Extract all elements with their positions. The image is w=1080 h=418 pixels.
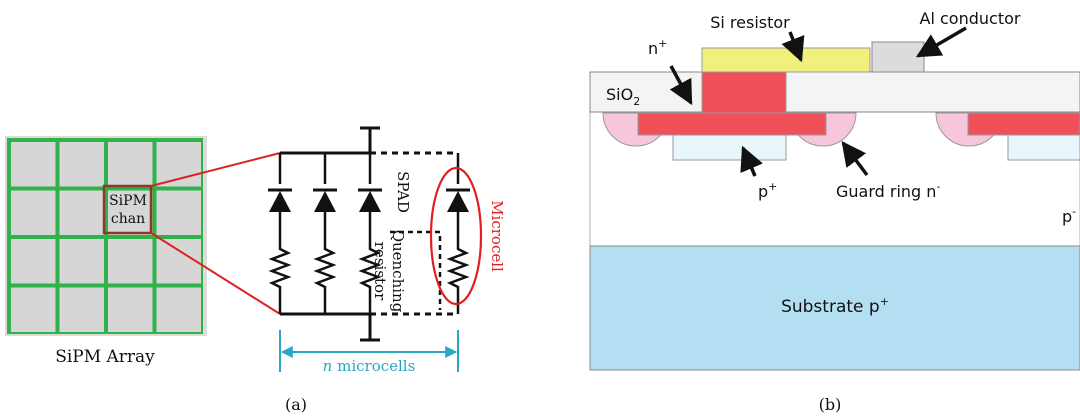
quenching-resistor <box>315 242 335 292</box>
al-conductor-label: Al conductor <box>920 9 1021 28</box>
p-minus-label: p- <box>1062 205 1076 226</box>
array-cell <box>108 287 153 332</box>
p-plus-label: p+ <box>758 180 777 201</box>
array-cell <box>156 190 201 235</box>
p-plus-implant <box>672 134 787 161</box>
n-plus-label: n+ <box>648 37 667 58</box>
caption-b: (b) <box>819 395 842 414</box>
array-cells <box>11 142 201 332</box>
array-cell <box>108 190 153 235</box>
channel-label-chan: chan <box>111 211 145 227</box>
substrate-layer <box>589 245 1080 371</box>
n-plus-region <box>637 112 827 136</box>
al-conductor-arrow <box>915 26 967 58</box>
microcell-branch <box>311 153 339 314</box>
sio2-label: SiO2 <box>606 85 640 108</box>
array-cell <box>11 190 56 235</box>
array-cell <box>59 287 104 332</box>
array-cell <box>59 239 104 284</box>
guard-ring-label: Guard ring n- <box>836 180 940 201</box>
spad-diode <box>266 178 294 214</box>
channel-label-sipm: SiPM <box>109 193 147 209</box>
array-cell <box>108 239 153 284</box>
panel-a: SiPM chan SiPM Array <box>5 126 506 414</box>
microcell-ellipse <box>429 166 483 306</box>
array-cell <box>59 142 104 187</box>
microcell-label: Microcell <box>488 200 506 272</box>
p-plus-arrow <box>740 145 763 177</box>
microcell-branch <box>356 153 384 314</box>
zoom-line-top <box>150 152 281 187</box>
n-plus-arrow <box>669 65 693 106</box>
array-cell <box>11 239 56 284</box>
spad-diode <box>356 178 384 214</box>
microcell-circuit <box>266 126 483 342</box>
p-plus-implant-right <box>1007 134 1080 161</box>
zoom-line-bottom <box>150 232 281 315</box>
guard-ring-arrow <box>841 141 869 177</box>
array-cell <box>108 142 153 187</box>
spad-diode <box>444 178 472 214</box>
spad-diode <box>311 178 339 214</box>
sipm-channel-highlight <box>102 184 153 235</box>
caption-a: (a) <box>285 395 307 414</box>
quenching-label-line1: Quenching <box>389 230 407 313</box>
array-cell <box>11 287 56 332</box>
si-resistor-arrow <box>781 31 805 63</box>
panel-b: Si resistor Al conductor n+ SiO2 p+ Guar… <box>589 9 1080 414</box>
si-resistor <box>701 47 871 73</box>
array-cell <box>59 190 104 235</box>
n-plus-region-right <box>967 112 1080 136</box>
microcell-branch <box>444 153 472 314</box>
array-label: SiPM Array <box>55 347 155 367</box>
microcell-branch <box>266 153 294 314</box>
si-resistor-label: Si resistor <box>710 13 790 32</box>
array-cell <box>156 239 201 284</box>
spad-label: SPAD <box>394 171 412 213</box>
n-plus-contact <box>701 71 787 114</box>
array-cell <box>11 142 56 187</box>
sio2-layer <box>589 71 1080 113</box>
quenching-resistor <box>448 242 468 292</box>
quenching-label-line2: resistor <box>371 242 389 301</box>
al-conductor <box>871 41 925 73</box>
microcells-dimension-label: n microcells <box>323 357 416 375</box>
quenching-resistor <box>270 242 290 292</box>
array-cell <box>156 287 201 332</box>
sipm-array: SiPM chan <box>5 136 207 336</box>
quenching-callout-box <box>390 230 442 310</box>
substrate-label: Substrate p+ <box>781 295 889 317</box>
